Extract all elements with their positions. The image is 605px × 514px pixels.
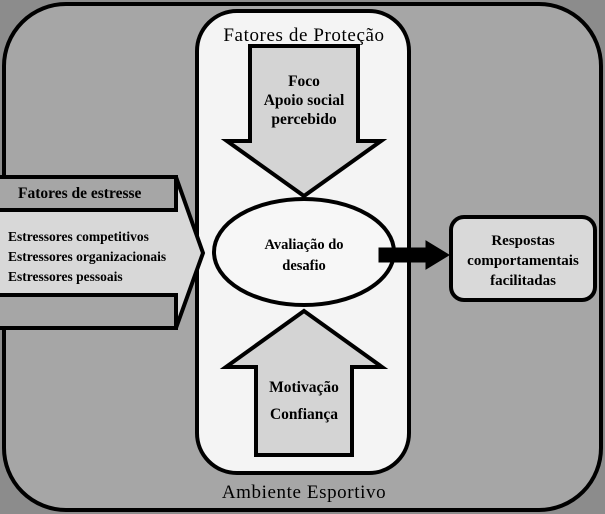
center-node-line-1: desafio xyxy=(282,258,326,274)
appraisal-to-outcome-arrow xyxy=(378,240,450,270)
stressor-item-2: Estressores pessoais xyxy=(8,269,123,284)
motivation-up-arrow xyxy=(219,308,389,457)
stressor-item-0: Estressores competitivos xyxy=(8,229,149,244)
stressors-lower-plate xyxy=(0,293,178,330)
top-arrow-line-0: Foco xyxy=(288,73,320,90)
stressor-item-1: Estressores organizacionais xyxy=(8,249,166,264)
outcome-line-0: Respostas xyxy=(491,233,555,249)
bottom-arrow-line-1: Confiança xyxy=(270,406,338,423)
outcome-line-2: facilitadas xyxy=(490,273,556,289)
sport-environment-caption: Ambiente Esportivo xyxy=(222,482,386,503)
center-node-line-0: Avaliação do xyxy=(264,237,343,253)
top-arrow-line-1: Apoio social xyxy=(264,92,345,109)
outcome-line-1: comportamentais xyxy=(467,253,579,269)
bottom-arrow-line-0: Motivação xyxy=(269,379,339,396)
top-arrow-line-2: percebido xyxy=(271,111,336,128)
protection-down-arrow xyxy=(220,44,388,199)
protection-factors-title: Fatores de Proteção xyxy=(223,25,384,46)
stressors-block-arrow xyxy=(0,176,206,329)
outcome-box xyxy=(449,215,597,302)
stressors-heading: Fatores de estresse xyxy=(18,185,142,202)
